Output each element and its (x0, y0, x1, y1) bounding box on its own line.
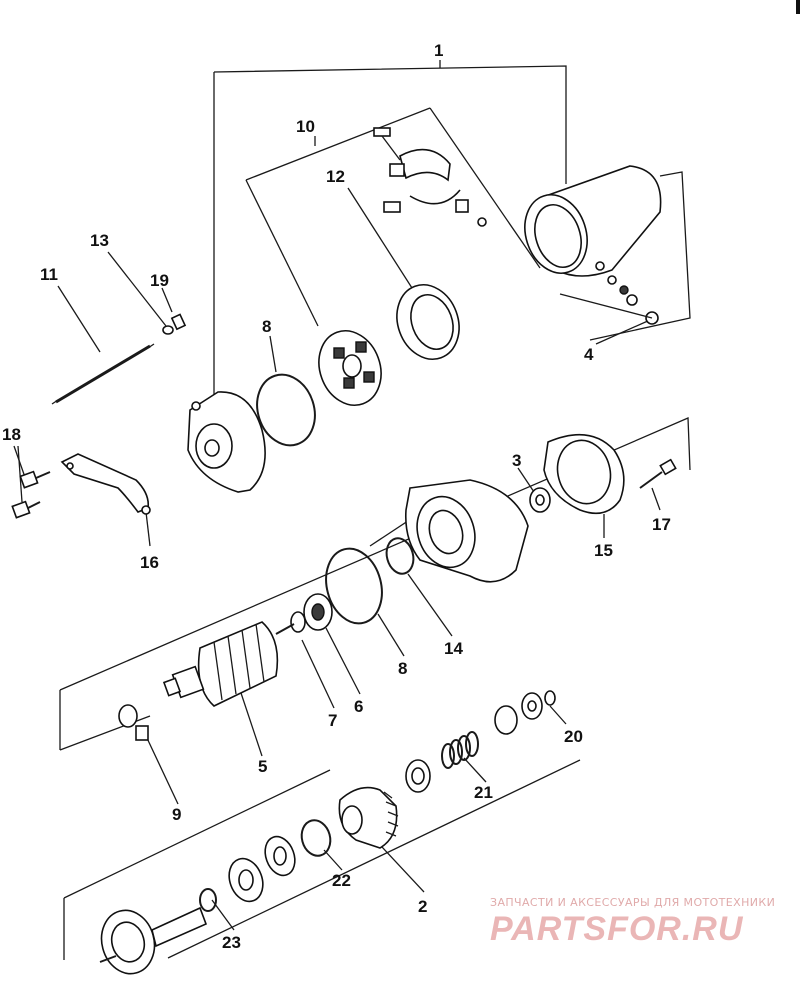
terminal-nut (170, 313, 187, 331)
callout-5: 5 (258, 757, 267, 776)
callout-6: 6 (354, 697, 363, 716)
assembly-frame-10 (245, 107, 541, 327)
callout-10: 10 (296, 117, 315, 136)
o-ring-small (385, 537, 415, 575)
callout-17: 17 (652, 515, 671, 534)
thrust-ring (300, 819, 332, 857)
callout-14: 14 (444, 639, 463, 658)
front-cover (404, 479, 529, 583)
spring-seat (405, 759, 431, 793)
callout-15: 15 (594, 541, 613, 560)
callout-labels: 1 10 12 13 11 19 8 4 18 3 17 15 16 14 8 … (2, 41, 671, 952)
bearing (303, 593, 333, 631)
starter-clutch (338, 786, 399, 849)
gasket (543, 433, 625, 515)
bushing (118, 704, 149, 741)
watermark-logo: PARTSFOR.RU (490, 910, 744, 948)
callout-8-lower: 8 (398, 659, 407, 678)
brush-holder-ring (396, 284, 460, 360)
washer-3 (529, 487, 551, 513)
reduction-gear (99, 906, 208, 975)
rear-end-cover (187, 391, 266, 493)
stop-collar (521, 692, 543, 720)
callout-7: 7 (328, 711, 337, 730)
callout-20: 20 (564, 727, 583, 746)
watermark-tagline: ЗАПЧАСТИ И АКСЕССУАРЫ ДЛЯ МОТОТЕХНИКИ (490, 896, 775, 909)
pinion-spring (441, 731, 479, 769)
thrust-washer (228, 857, 264, 903)
callout-3: 3 (512, 451, 521, 470)
callout-8-upper: 8 (262, 317, 271, 336)
armature (162, 621, 295, 707)
callout-13: 13 (90, 231, 109, 250)
brush-holder-plate (318, 330, 382, 406)
callout-22: 22 (332, 871, 351, 890)
assembly-frame-bottom (63, 759, 581, 960)
terminal-hardware (559, 261, 659, 325)
bolt-upper (19, 470, 51, 489)
callout-12: 12 (326, 167, 345, 186)
o-ring-upper (256, 373, 316, 447)
brush-set (373, 127, 487, 227)
callout-4: 4 (584, 345, 594, 364)
bolt-17 (639, 458, 677, 489)
callout-1: 1 (434, 41, 443, 60)
circlip (199, 888, 217, 912)
callout-23: 23 (222, 933, 241, 952)
stop-ring (544, 690, 556, 706)
callout-21: 21 (474, 783, 493, 802)
o-ring-lower (325, 547, 383, 625)
callout-2: 2 (418, 897, 427, 916)
through-bolt (51, 343, 155, 405)
mounting-bracket (60, 453, 151, 515)
washer-small (162, 325, 174, 335)
edge-mark (796, 0, 800, 14)
watermark: ЗАПЧАСТИ И АКСЕССУАРЫ ДЛЯ МОТОТЕХНИКИ PA… (490, 896, 775, 948)
callout-18: 18 (2, 425, 21, 444)
retaining-plate (264, 835, 296, 877)
callout-9: 9 (172, 805, 181, 824)
seal (290, 611, 306, 633)
leader-lines (13, 187, 661, 931)
spring-collar (494, 705, 518, 735)
yoke-housing (524, 165, 662, 277)
callout-11: 11 (40, 265, 58, 284)
bolt-lower (11, 500, 41, 519)
callout-16: 16 (140, 553, 159, 572)
callout-19: 19 (150, 271, 169, 290)
assembly-frame-1 (213, 60, 691, 400)
